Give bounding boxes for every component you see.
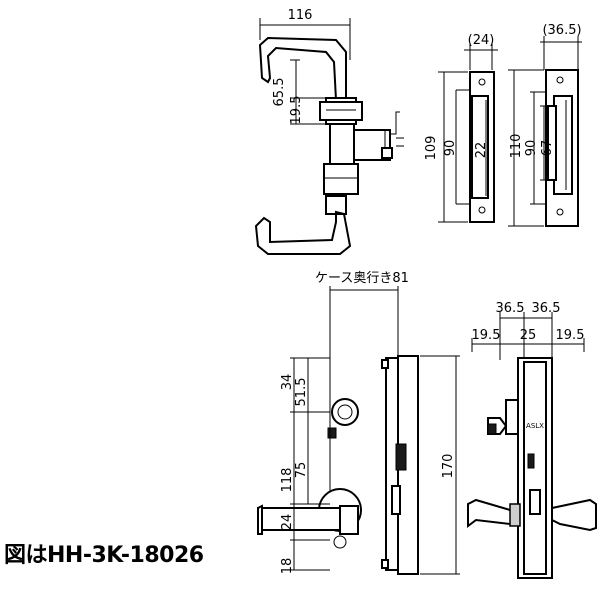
model-caption: 図はHH-3K-18026 [4,543,204,568]
dim-lever-width: 116 [288,8,313,23]
dim-75: 75 [294,462,309,479]
lever-handle-side-view: 116 65.5 19.5 [254,8,404,255]
dim-case-depth: ケース奥行き81 [315,271,409,286]
dim-51-5: 51.5 [294,378,309,407]
face-plate-a: (24) 109 90 22 [424,33,498,223]
brand-mark: ASLX [526,422,544,430]
dim-lever-offset: 19.5 [289,96,304,125]
face-plate-b: (36.5) 110 90 67 [508,23,582,227]
dim-side-right: 19.5 [556,328,585,343]
dim-34: 34 [280,374,295,391]
dim-plate-b-length: 110 [509,134,524,159]
dim-24: 24 [280,514,295,531]
lock-side-view: 36.5 36.5 19.5 25 19.5 ASLX [467,301,597,579]
dim-side-top-right: 36.5 [532,301,561,316]
dim-plate-a-length: 109 [424,136,439,161]
dim-18: 18 [280,558,295,575]
dim-side-left: 19.5 [472,328,501,343]
dim-plate-a-thickness: (24) [468,33,495,48]
dim-plate-b-slot: 67 [540,140,555,157]
dim-plate-b-inner: 90 [524,140,539,157]
lock-case-front-view: ケース奥行き81 34 51.5 118 75 24 18 [257,271,460,575]
dim-lever-height: 65.5 [272,78,287,107]
dim-plate-a-inner: 90 [443,140,458,157]
dim-side-top-left: 36.5 [496,301,525,316]
dim-plate-a-width: 22 [474,142,489,159]
dim-118: 118 [280,468,295,493]
dim-170: 170 [441,454,456,479]
dim-plate-b-thickness: (36.5) [542,23,581,38]
dim-side-center: 25 [520,328,537,343]
